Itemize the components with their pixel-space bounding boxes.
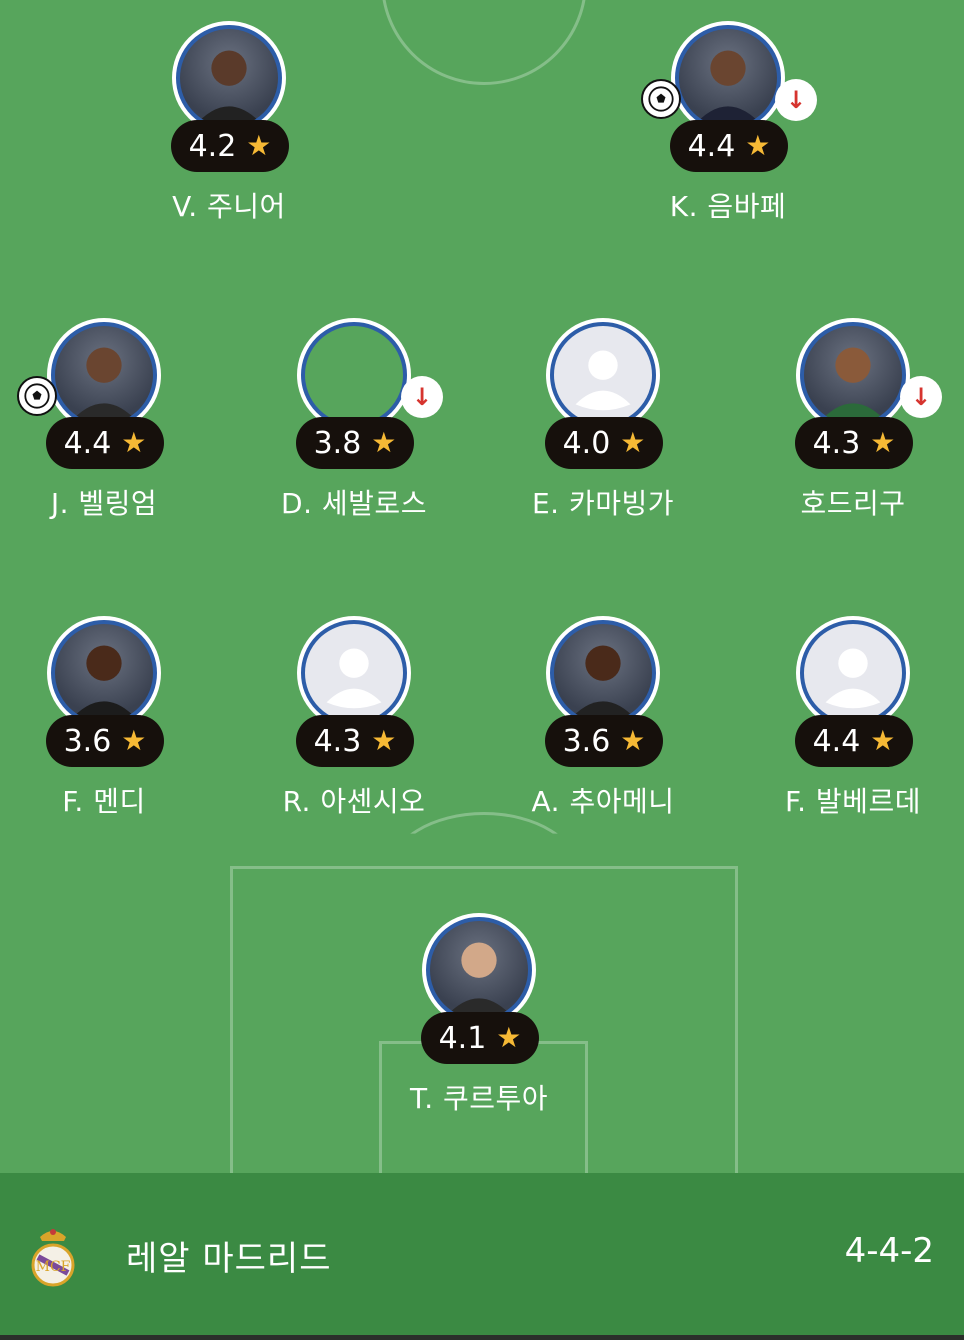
player-avatar (47, 616, 161, 730)
player-name: D. 세발로스 (281, 487, 427, 520)
player-name: E. 카마빙가 (531, 487, 675, 520)
player-card-rodrygo[interactable]: ↓ 4.3★ 호드리구 (743, 318, 963, 520)
star-icon: ★ (620, 724, 646, 757)
player-name: F. 발베르데 (785, 785, 921, 818)
team-footer[interactable]: MCF 레알 마드리드 4-4-2 (0, 1173, 964, 1335)
player-avatar (172, 21, 286, 135)
rating-badge: 4.4★ (795, 715, 913, 767)
star-icon: ★ (620, 426, 646, 459)
star-icon: ★ (870, 724, 896, 757)
player-card-vini[interactable]: 4.2★ V. 주니어 (119, 21, 339, 223)
player-photo (675, 25, 781, 131)
player-avatar (671, 21, 785, 135)
player-avatar (546, 318, 660, 432)
player-card-tchouameni[interactable]: 3.6★ A. 추아메니 (493, 616, 713, 818)
rating-badge: 4.0★ (545, 417, 663, 469)
empty-photo (301, 322, 407, 428)
star-icon: ★ (745, 129, 771, 162)
soccer-ball-icon (17, 376, 57, 416)
down-arrow-icon: ↓ (775, 79, 817, 121)
rating-badge: 4.4★ (46, 417, 164, 469)
star-icon: ★ (870, 426, 896, 459)
rating-badge: 4.3★ (296, 715, 414, 767)
player-photo (51, 322, 157, 428)
player-card-camavinga[interactable]: 4.0★ E. 카마빙가 (493, 318, 713, 520)
star-icon: ★ (121, 724, 147, 757)
rating-badge: 3.6★ (545, 715, 663, 767)
player-avatar (47, 318, 161, 432)
pitch: 4.2★ V. 주니어 ↓ 4.4★ K. 음바페 4.4★ J. 벨링엄 ↓ … (0, 0, 963, 1173)
player-photo (51, 620, 157, 726)
player-avatar (796, 616, 910, 730)
placeholder-avatar-icon (301, 620, 407, 726)
formation-label: 4-4-2 (844, 1231, 934, 1271)
player-card-ceballos[interactable]: ↓ 3.8★ D. 세발로스 (244, 318, 464, 520)
svg-text:MCF: MCF (36, 1259, 71, 1275)
player-card-valverde[interactable]: 4.4★ F. 발베르데 (743, 616, 963, 818)
player-photo (800, 322, 906, 428)
placeholder-avatar-icon (550, 322, 656, 428)
placeholder-avatar-icon (800, 620, 906, 726)
center-circle (381, 0, 587, 85)
player-card-mendy[interactable]: 3.6★ F. 멘디 (0, 616, 214, 818)
player-name: R. 아센시오 (282, 785, 426, 818)
player-avatar (297, 616, 411, 730)
star-icon: ★ (371, 426, 397, 459)
star-icon: ★ (496, 1021, 522, 1054)
player-name: F. 멘디 (62, 785, 146, 818)
player-name: K. 음바페 (669, 190, 787, 223)
player-name: 호드리구 (800, 487, 906, 520)
player-name: T. 쿠르투아 (409, 1082, 549, 1115)
player-photo (176, 25, 282, 131)
player-avatar (422, 913, 536, 1027)
star-icon: ★ (371, 724, 397, 757)
rating-badge: 4.3★ (795, 417, 913, 469)
player-photo (550, 620, 656, 726)
player-avatar (546, 616, 660, 730)
rating-badge: 3.8★ (296, 417, 414, 469)
rating-badge: 3.6★ (46, 715, 164, 767)
real-madrid-crest-icon: MCF (28, 1223, 78, 1287)
player-avatar (297, 318, 411, 432)
soccer-ball-icon (641, 79, 681, 119)
player-photo (426, 917, 532, 1023)
rating-badge: 4.2★ (171, 120, 289, 172)
player-card-mbappe[interactable]: ↓ 4.4★ K. 음바페 (618, 21, 838, 223)
player-name: A. 추아메니 (531, 785, 675, 818)
rating-badge: 4.4★ (670, 120, 788, 172)
rating-badge: 4.1★ (421, 1012, 539, 1064)
star-icon: ★ (246, 129, 272, 162)
player-avatar (796, 318, 910, 432)
player-card-asencio[interactable]: 4.3★ R. 아센시오 (244, 616, 464, 818)
player-card-courtois[interactable]: 4.1★ T. 쿠르투아 (369, 913, 589, 1115)
player-name: J. 벨링엄 (50, 487, 158, 520)
player-card-bellingham[interactable]: 4.4★ J. 벨링엄 (0, 318, 214, 520)
team-name: 레알 마드리드 (126, 1239, 332, 1279)
down-arrow-icon: ↓ (900, 376, 942, 418)
player-name: V. 주니어 (172, 190, 286, 223)
star-icon: ★ (121, 426, 147, 459)
bottom-edge (0, 1335, 964, 1340)
down-arrow-icon: ↓ (401, 376, 443, 418)
penalty-box (230, 866, 738, 1173)
